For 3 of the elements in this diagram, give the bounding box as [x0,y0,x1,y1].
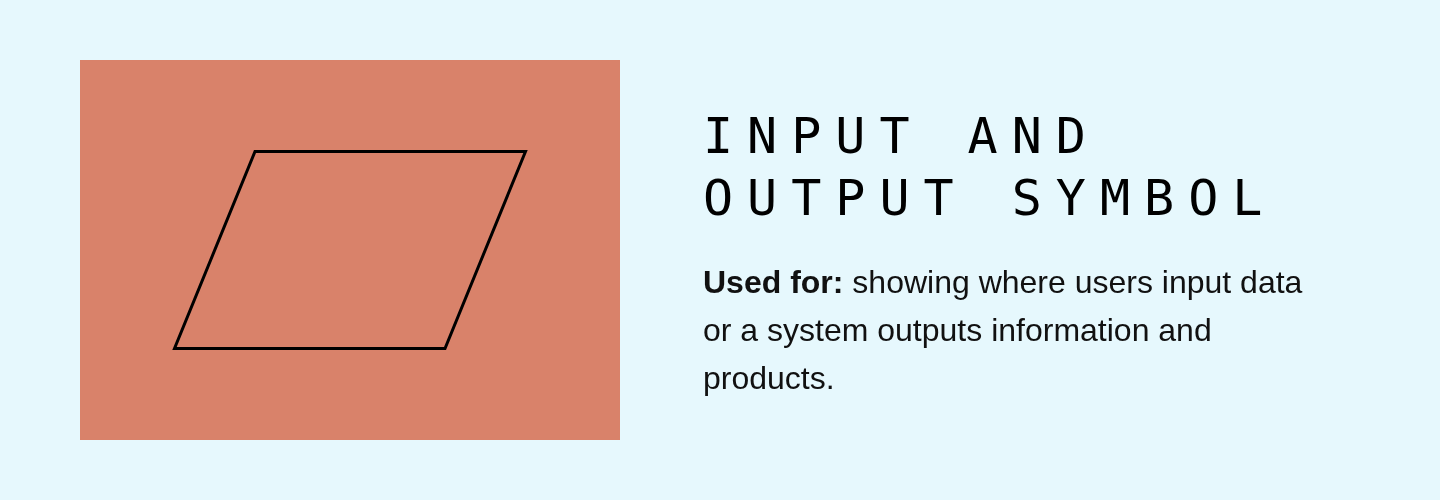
parallelogram-symbol [172,150,528,350]
title: INPUT AND OUTPUT SYMBOL [703,106,1278,229]
description-text: Used for: showing where users input data or a system outputs information and products. [703,263,1303,398]
